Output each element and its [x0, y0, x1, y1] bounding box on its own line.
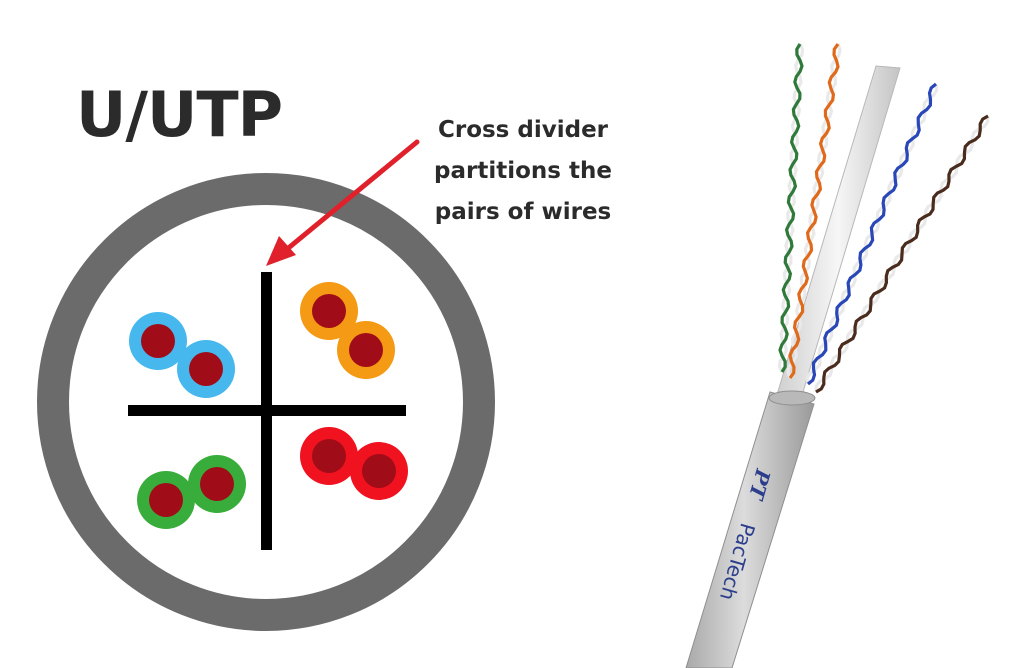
red-wire-conductor — [312, 439, 346, 473]
callout-line: Cross divider — [437, 117, 609, 143]
red-wire-conductor — [362, 454, 396, 488]
arrow-shaft — [283, 139, 420, 253]
blue-pair — [129, 312, 235, 398]
outer-jacket-ring — [37, 173, 495, 631]
blue-twisted-pair-color-strand — [806, 82, 938, 386]
callout-text: Cross divider partitions the pairs of wi… — [418, 110, 628, 233]
blue-wire-conductor — [189, 352, 223, 386]
orange-wire-conductor — [349, 333, 383, 367]
green-pair — [137, 455, 246, 529]
green-wire-conductor — [149, 483, 183, 517]
orange-wire-conductor — [312, 294, 346, 328]
cross-divider-horizontal — [128, 405, 406, 416]
title: U/UTP — [76, 78, 283, 151]
blue-wire-conductor — [141, 324, 175, 358]
cable-jacket-end — [768, 390, 816, 406]
cross-divider — [128, 272, 406, 550]
callout-line: pairs of wires — [434, 199, 612, 225]
twisted-wire-pairs — [777, 43, 990, 394]
cable-photo: PT PacTech — [685, 43, 990, 668]
callout-arrow — [266, 139, 420, 266]
green-wire-conductor — [200, 467, 234, 501]
green-twisted-pair-color-strand — [778, 43, 804, 373]
callout-line: partitions the — [434, 158, 612, 184]
brown-twisted-pair-color-strand — [815, 114, 989, 394]
orange-twisted-pair-color-strand — [788, 43, 840, 379]
cable-cross-section — [37, 173, 495, 631]
orange-pair — [300, 282, 395, 379]
red-pair — [300, 427, 408, 500]
arrow-head — [266, 236, 296, 266]
